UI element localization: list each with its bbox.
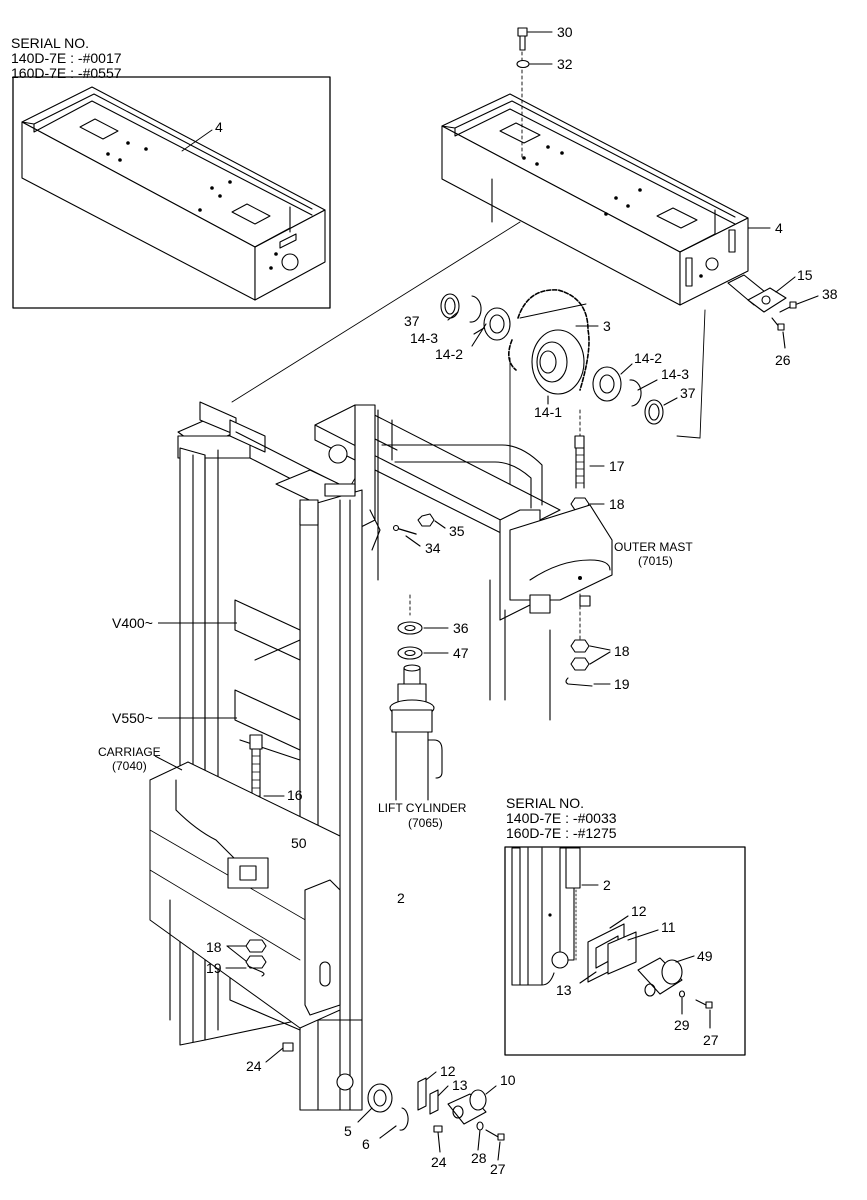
inset-side-roller <box>505 847 745 1055</box>
nut-35 <box>418 514 445 528</box>
label-v550: V550~ <box>112 710 153 726</box>
callout-36: 36 <box>453 620 469 636</box>
nuts-18-carriage <box>227 940 266 968</box>
label-v400: V400~ <box>112 615 153 631</box>
serial-bottom-line1: 140D-7E : -#0033 <box>506 810 617 826</box>
serial-bottom-title: SERIAL NO. <box>506 795 585 811</box>
callout-16: 16 <box>287 787 303 803</box>
bolt-27-bottom <box>486 1130 504 1160</box>
callout-50: 50 <box>291 835 307 851</box>
washer-32 <box>517 61 552 68</box>
callout-14-3-left: 14-3 <box>410 330 439 346</box>
callout-4-inset: 4 <box>215 119 223 135</box>
callout-49: 49 <box>697 948 713 964</box>
label-outer-mast: OUTER MAST <box>614 540 693 554</box>
callout-15: 15 <box>797 267 813 283</box>
outer-mast <box>315 405 612 720</box>
callout-2-main: 2 <box>397 890 405 906</box>
label-lift-cylinder: LIFT CYLINDER <box>378 801 467 815</box>
callout-27-bottom: 27 <box>490 1161 506 1177</box>
bolt-26 <box>772 318 785 348</box>
shim-12-bottom <box>418 1072 436 1110</box>
pin-34 <box>394 526 421 547</box>
pin-15 <box>728 275 795 312</box>
callout-29: 29 <box>674 1017 690 1033</box>
washer-47 <box>398 647 448 659</box>
callout-28: 28 <box>471 1150 487 1166</box>
serial-top-line2: 160D-7E : -#0557 <box>11 65 122 81</box>
roller-5 <box>358 1084 392 1122</box>
callout-14-2-right: 14-2 <box>634 350 663 366</box>
label-outer-mast-code: (7015) <box>638 554 673 568</box>
bolt-24-left <box>266 1043 293 1062</box>
callout-19-top: 19 <box>614 676 630 692</box>
bolt-38 <box>780 296 818 312</box>
callout-24-bottom: 24 <box>431 1154 447 1170</box>
callout-14-2-left: 14-2 <box>435 346 464 362</box>
callout-37-right: 37 <box>680 385 696 401</box>
callout-35: 35 <box>449 523 465 539</box>
callout-14-3-right: 14-3 <box>661 366 690 382</box>
callout-27-inset: 27 <box>703 1032 719 1048</box>
carriage <box>150 762 340 1028</box>
serial-top-line1: 140D-7E : -#0017 <box>11 50 122 66</box>
washer-36 <box>398 622 448 634</box>
sheave-assembly <box>441 290 677 424</box>
callout-11: 11 <box>661 919 676 935</box>
callout-30: 30 <box>557 24 573 40</box>
washer-28 <box>477 1122 483 1150</box>
callout-12-inset: 12 <box>631 903 647 919</box>
pin-19-carriage <box>226 966 264 976</box>
callout-32: 32 <box>557 56 573 72</box>
label-carriage-code: (7040) <box>112 759 147 773</box>
nuts-18-lower <box>571 640 610 670</box>
plate-13-bottom <box>430 1086 448 1114</box>
crosshead-beam <box>442 94 770 305</box>
callout-47: 47 <box>453 645 469 661</box>
label-carriage: CARRIAGE <box>98 745 161 759</box>
label-lift-cylinder-code: (7065) <box>408 816 443 830</box>
bolt-30 <box>518 28 552 158</box>
callout-3: 3 <box>603 318 611 334</box>
callout-18-carriage: 18 <box>206 939 222 955</box>
callout-19-carriage: 19 <box>206 960 222 976</box>
callout-18-mid: 18 <box>614 643 630 659</box>
callout-13-inset: 13 <box>556 982 572 998</box>
callout-10: 10 <box>500 1072 516 1088</box>
inset-crosshead-beam <box>13 77 330 308</box>
serial-bottom-line2: 160D-7E : -#1275 <box>506 825 617 841</box>
callout-24-left: 24 <box>246 1058 262 1074</box>
bolt-24-bottom <box>434 1126 442 1152</box>
serial-top-title: SERIAL NO. <box>11 35 90 51</box>
callout-4-beam: 4 <box>775 220 783 236</box>
callout-13-bottom: 13 <box>452 1077 468 1093</box>
callout-6: 6 <box>362 1136 370 1152</box>
callout-18-top: 18 <box>609 496 625 512</box>
callout-12-bottom: 12 <box>440 1063 456 1079</box>
callout-14-1: 14-1 <box>534 404 563 420</box>
snap-ring-6 <box>380 1108 408 1138</box>
callout-37-left: 37 <box>404 313 420 329</box>
side-roller-10 <box>448 1086 496 1124</box>
callout-34: 34 <box>425 540 441 556</box>
callout-26: 26 <box>775 352 791 368</box>
callout-5: 5 <box>344 1123 352 1139</box>
pin-19-upper <box>566 678 610 686</box>
callout-38: 38 <box>822 286 838 302</box>
lift-cylinder <box>390 665 442 800</box>
callout-17: 17 <box>609 458 625 474</box>
callout-2-inset: 2 <box>603 877 611 893</box>
anchor-bolt-17 <box>575 410 604 488</box>
